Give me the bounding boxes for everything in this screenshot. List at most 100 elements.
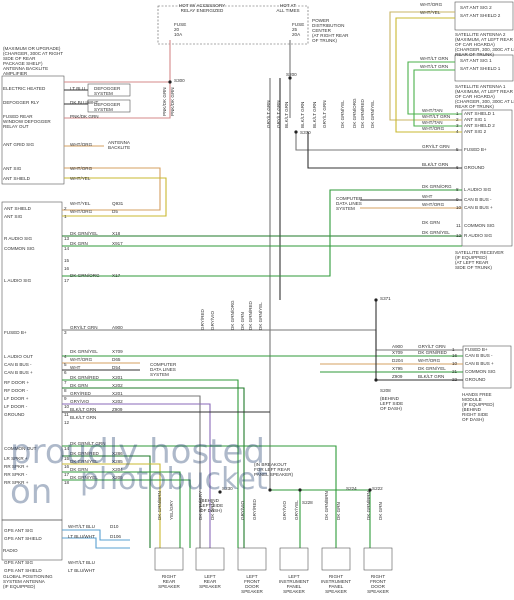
- radio-wire-label-20: DK GRN: [70, 467, 88, 472]
- gps-box: [1, 519, 63, 561]
- radio-pin-label-18: LR SPKR +: [4, 456, 28, 461]
- radio-pin-num-18: 15: [64, 456, 70, 461]
- amplifier-description: (MAXIMUM OR UPGRADE) (CHARGER, 300C AT R…: [3, 46, 64, 76]
- radio-circuit-label-21: X205: [112, 475, 123, 480]
- speaker-4-wire-b: DK GRN: [336, 502, 341, 520]
- receiver-num-6: 8: [456, 187, 459, 192]
- watermark-line1: proudly hosted on: [10, 432, 266, 512]
- gps-radio-wire-0: WHT/LT BLU: [68, 524, 95, 529]
- computer-data-lines-1: COMPUTER DATA LINES SYSTEM: [336, 196, 363, 211]
- receiver-pin-1: ANT SIG 1: [464, 117, 487, 122]
- radio-pin-num-17: 14: [64, 446, 70, 451]
- radio-pin-num-4: 15: [64, 258, 70, 263]
- speaker-4-label: RIGHT INSTRUMENT PANEL SPEAKER: [320, 574, 352, 594]
- amp-pin-label-5: ANT SHIELD: [3, 176, 30, 181]
- radio-circuit-label-19: X285: [112, 459, 123, 464]
- vertical-wire-label-5: BLK/LT GRN: [300, 101, 305, 128]
- radio-pin-label-9: CAN B BUS -: [4, 362, 32, 367]
- receiver-num-3: 4: [456, 129, 459, 134]
- sat2-pin-0: SAT ANT SIG 2: [460, 5, 492, 10]
- defogger-a-label: DEFOGGER SYSTEM: [94, 86, 121, 96]
- vertical-wire-label-0: PNK/DK GRN: [162, 87, 167, 116]
- wire-gps-sig: [62, 529, 130, 541]
- splice-label-8: S224: [346, 486, 357, 491]
- defogger-b-label: DEFOGGER SYSTEM: [94, 102, 121, 112]
- receiver-pin-6: L AUDIO SIG: [464, 187, 492, 192]
- wire-rr-spkr-plus: [62, 463, 161, 548]
- radio-pin-num-9: 5: [64, 362, 67, 367]
- vertical-wire-label-15: DK GRN: [240, 312, 245, 330]
- splice-dot-8: [268, 488, 272, 492]
- sat2-label: SATELLITE ANTENNA 2 (MAXIMUM, AT LEFT RE…: [455, 32, 514, 57]
- gps-wire-1: LT BLU/WHT: [68, 568, 95, 573]
- sat2-wire-0: WHT/ORG: [420, 2, 443, 7]
- splice-label-0: S300: [174, 78, 185, 83]
- speaker-5-label: RIGHT FRONT DOOR SPEAKER: [367, 574, 389, 594]
- splice-label-4: S208: [380, 388, 391, 393]
- receiver-wire-3: WHT/ORG: [422, 126, 445, 131]
- speaker-0-label: RIGHT REAR SPEAKER: [158, 574, 180, 589]
- hfm-num-2: 10: [452, 361, 458, 366]
- radio-pin-num-11: 7: [64, 380, 67, 385]
- radio-circuit-label-20: X204: [112, 467, 123, 472]
- hfm-wire-0: GRY/LT GRN: [418, 344, 446, 349]
- radio-pin-label-8: L AUDIO OUT: [4, 354, 33, 359]
- radio-pin-label-13: LF DOOR +: [4, 396, 29, 401]
- amp-pin-label-4: ANT SIG: [3, 166, 22, 171]
- radio-pin-num-8: 4: [64, 354, 67, 359]
- splice-label-1: S200: [286, 72, 297, 77]
- radio-pin-label-11: RF DOOR +: [4, 380, 30, 385]
- radio-pin-num-6: 17: [64, 278, 70, 283]
- radio-circuit-label-9: D65: [112, 357, 121, 362]
- receiver-num-1: 2: [456, 117, 459, 122]
- wire-rf-door-plus: [62, 379, 239, 548]
- wire-gps-shield: [62, 537, 130, 549]
- watermark-line2: photobucket: [80, 462, 268, 497]
- hfm-num-4: 22: [452, 377, 458, 382]
- receiver-wire-7: WHT: [422, 194, 433, 199]
- vertical-wire-label-14: DK GRN/ORG: [230, 300, 235, 330]
- wire-sat1-sig: [407, 61, 462, 115]
- radio-pin-num-3: 14: [64, 246, 70, 251]
- gps-radio-wire-1: LT BLU/WHT: [68, 534, 95, 539]
- hfm-pin-2: CAN B BUS +: [465, 361, 494, 366]
- wire-ant-sig-amp: [62, 167, 161, 211]
- radio-wire-label-11: DK GRN/RED: [70, 375, 99, 380]
- radio-wire-label-21: DK GRN/YEL: [70, 475, 98, 480]
- radio-wire-label-10: WHT: [70, 365, 81, 370]
- radio-circuit-label-13: X201: [112, 391, 123, 396]
- radio-circuit-label-15: Z909: [112, 407, 123, 412]
- radio-pin-num-1: 1: [64, 214, 67, 219]
- radio-wire-label-0: WHT/YEL: [70, 201, 91, 206]
- wire-sat2-shield: [389, 11, 462, 121]
- radio-circuit-label-18: X286: [112, 451, 123, 456]
- vertical-wire-label-12: GRY/RED: [200, 309, 205, 330]
- receiver-wire-0: WHT/TAN: [422, 108, 443, 113]
- splice-label-5: S230: [222, 486, 233, 491]
- speaker-1-body: [195, 547, 225, 571]
- radio-pin-num-2: 13: [64, 236, 70, 241]
- sat1-pin-1: SAT ANT SHIELD 1: [460, 66, 501, 71]
- receiver-pin-2: ANT SHIELD 2: [464, 123, 495, 128]
- hfm-circuit-3: X795: [392, 366, 403, 371]
- receiver-wire-6: DK GRN/ORG: [422, 184, 452, 189]
- vertical-wire-label-11: DK GRN/YEL: [370, 100, 375, 128]
- radio-pin-label-2: R AUDIO SIG: [4, 236, 33, 241]
- receiver-wire-1: WHT/LT GRN: [422, 114, 451, 119]
- radio-wire-label-14: GRY/VIO: [70, 399, 90, 404]
- amp-pin-label-0: ELECTRIC HEATED: [3, 86, 46, 91]
- gps-radio-pin-0: GPS ANT SIG: [4, 528, 34, 533]
- hfm-circuit-4: Z909: [392, 374, 403, 379]
- receiver-wire-4: GRY/LT GRN: [422, 144, 450, 149]
- splice-dot-5: [218, 490, 222, 494]
- hfm-label: HANDS FREE MODULE (IF EQUIPPED) (BEHIND …: [462, 392, 495, 422]
- radio-pin-label-0: ANT SHIELD: [4, 206, 31, 211]
- hfm-pin-4: GROUND: [465, 377, 486, 382]
- radio-circuit-label-1: D5: [112, 209, 118, 214]
- amp-pin-label-2: FUSED REAR WINDOW DEFOGGER RELAY OUT: [3, 114, 51, 129]
- receiver-num-4: 5: [456, 147, 459, 152]
- radio-pin-label-17: COMMON OUT: [4, 446, 37, 451]
- defogger-b-box: [87, 99, 131, 113]
- radio-wire-label-8: DK GRN/YEL: [70, 349, 98, 354]
- vertical-wire-label-6: BLK/LT GRN: [312, 101, 317, 128]
